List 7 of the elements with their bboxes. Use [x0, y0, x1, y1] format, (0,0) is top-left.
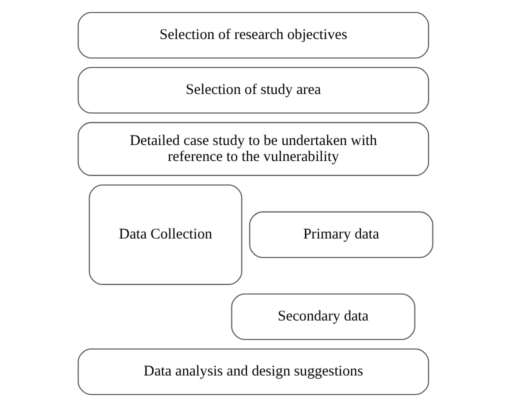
node-box: Selection of research objectives	[77, 12, 429, 59]
node-box: Data analysis and design suggestions	[77, 348, 429, 396]
node-box: Secondary data	[230, 293, 415, 340]
node-box: Detailed case study to be undertaken with reference to the vulnerability	[77, 122, 429, 176]
node-box: Selection of study area	[77, 66, 429, 114]
node-box: Data Collection	[88, 184, 242, 285]
node-box: Primary data	[248, 211, 433, 258]
